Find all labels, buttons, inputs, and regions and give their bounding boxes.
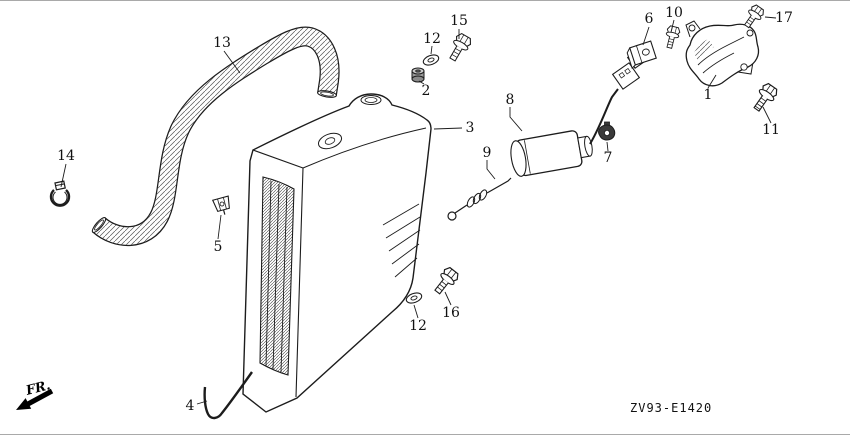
callout-14: 14 xyxy=(57,148,75,164)
fr-direction-arrow-icon xyxy=(16,388,54,410)
bolt-15 xyxy=(449,32,471,62)
grommet-2 xyxy=(411,67,425,83)
bolt-16 xyxy=(434,266,459,295)
callout-2: 2 xyxy=(421,83,431,99)
cover-1 xyxy=(685,20,760,87)
callout-12-lower: 12 xyxy=(409,318,427,334)
callout-9: 9 xyxy=(482,145,492,161)
callout-15: 15 xyxy=(450,13,468,29)
bracket-6 xyxy=(626,40,657,70)
bolt-17 xyxy=(743,4,764,29)
callout-13: 13 xyxy=(213,35,231,51)
case-grille xyxy=(259,176,295,376)
callout-6: 6 xyxy=(644,11,654,27)
callout-8: 8 xyxy=(505,92,515,108)
callout-1: 1 xyxy=(703,87,713,103)
diagram-code: ZV93-E1420 xyxy=(630,401,713,415)
callout-10: 10 xyxy=(665,5,683,21)
callout-17: 17 xyxy=(775,10,793,26)
callout-12-upper: 12 xyxy=(423,31,441,47)
hose-clamp-14 xyxy=(49,180,71,207)
washer-12-upper xyxy=(422,54,440,66)
callout-7: 7 xyxy=(603,150,613,166)
air-vent-hose-13 xyxy=(91,26,340,247)
callout-5: 5 xyxy=(213,239,223,255)
callout-16: 16 xyxy=(442,305,460,321)
callout-3: 3 xyxy=(465,120,475,136)
spring-9 xyxy=(447,177,512,221)
washer-12-lower xyxy=(405,292,423,304)
bolt-11 xyxy=(753,82,778,112)
callout-11: 11 xyxy=(762,122,780,138)
clip-5 xyxy=(211,195,230,215)
callout-4: 4 xyxy=(185,398,195,414)
leader-lines xyxy=(60,16,777,405)
air-cleaner-case-3 xyxy=(242,93,432,413)
clip-7 xyxy=(598,121,616,141)
ignition-coil-8 xyxy=(510,49,647,177)
